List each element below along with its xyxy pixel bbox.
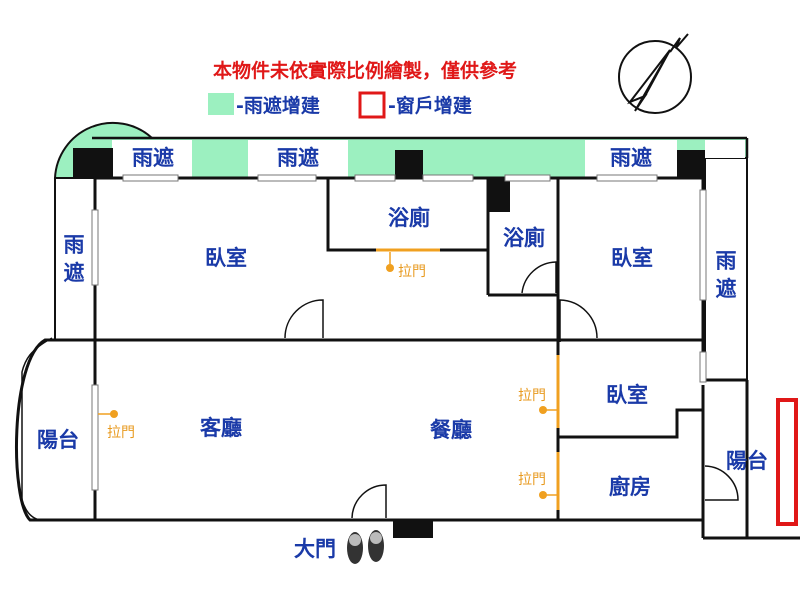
room-balcony-left: 陽台: [37, 428, 79, 452]
sliding-door-label-kitchen: 拉門: [518, 472, 546, 488]
room-kitchen: 廚房: [609, 475, 651, 499]
awning-label-left-2: 遮: [64, 261, 85, 285]
main-door-label: 大門: [294, 537, 336, 561]
column-3: [677, 150, 705, 178]
room-bedroom-small: 臥室: [606, 383, 648, 407]
walls: [15, 176, 800, 540]
awning-label-top-mid: 雨遮: [277, 146, 319, 170]
compass-icon: [618, 33, 692, 114]
awning-white-4: [705, 140, 745, 158]
awning-label-right-2: 遮: [716, 277, 737, 301]
awning-legend-swatch: [208, 93, 234, 115]
awning-white-3: [585, 140, 677, 178]
sliding-door-label-balcony: 拉門: [107, 425, 135, 441]
awning-white-1: [112, 140, 192, 178]
awning-label-left-1: 雨: [64, 233, 85, 257]
column-2: [395, 150, 423, 178]
swing-doors: [284, 261, 739, 519]
window-legend-swatch: [358, 91, 386, 119]
room-balcony-right: 陽台: [726, 449, 768, 473]
awning-white-2: [248, 140, 348, 178]
windows: [91, 174, 707, 491]
sliding-doors: 拉門 拉門 拉門 拉門: [98, 248, 560, 510]
room-bedroom-right: 臥室: [611, 246, 653, 270]
column-1: [73, 148, 113, 178]
awning-legend-label: -雨遮增建: [236, 94, 320, 117]
column-4: [488, 178, 510, 212]
sliding-door-label-bedroom: 拉門: [518, 388, 546, 404]
sliding-door-label-bath: 拉門: [398, 264, 426, 280]
room-bathroom-1: 浴廁: [388, 206, 430, 230]
disclaimer-note: 本物件未依實際比例繪製，僅供參考: [213, 59, 517, 82]
awning-label-right-1: 雨: [716, 249, 737, 273]
awning-label-top-left: 雨遮: [132, 146, 174, 170]
room-living: 客廳: [200, 416, 242, 440]
room-dining: 餐廳: [430, 418, 472, 442]
window-legend-label: -窗戶增建: [388, 94, 472, 117]
slippers-icon: [347, 530, 384, 564]
column-5: [393, 520, 433, 538]
room-bathroom-2: 浴廁: [503, 226, 545, 250]
awning-label-top-right: 雨遮: [610, 146, 652, 170]
window-addition-marker: [776, 398, 798, 526]
room-bedroom-left: 臥室: [205, 246, 247, 270]
